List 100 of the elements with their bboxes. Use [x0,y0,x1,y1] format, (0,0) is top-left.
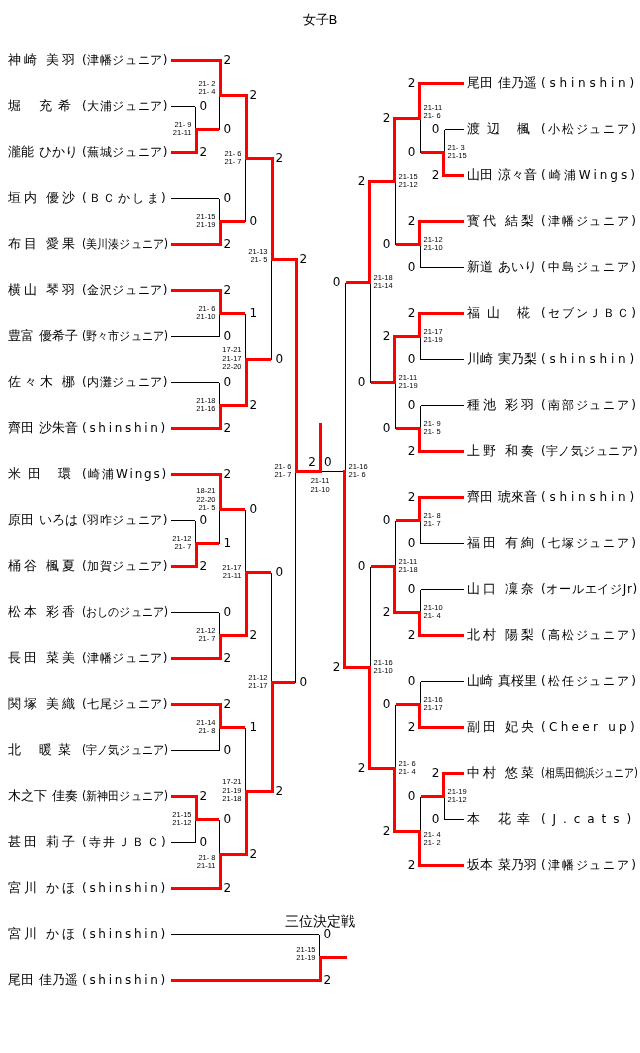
team-name: (南部ジュニア) [541,398,638,412]
bracket-line [395,518,418,522]
set-count: 0 [199,99,208,113]
player-name: 坂本 菜乃羽 [467,857,537,873]
player-name: 木之下 佳奏 [8,788,78,804]
team-name: (宇ノ気ジュニア) [82,743,168,757]
set-count: 0 [223,743,232,757]
bracket-line [221,93,245,97]
team-name: (shinshin) [82,973,168,987]
bracket-line [170,749,219,751]
team-name: (野々市ジュニア) [82,329,168,343]
bracket-bar [194,104,198,154]
player-name: 尾田 佳乃遥 [8,972,78,988]
bracket-line [395,829,418,833]
player-name: 瀧能 ひかり [8,144,78,160]
bracket-line [321,955,347,959]
bracket-line [395,242,418,246]
set-count: 0 [223,191,232,205]
set-count: 2 [249,628,258,642]
bracket-line [420,404,465,406]
player-name: 宮川 かほ [8,926,78,942]
bracket-bar [218,196,222,246]
set-count: 2 [407,306,416,320]
bracket-line [420,794,442,798]
bracket-bar [244,507,248,637]
bracket-line [171,426,219,430]
team-name: (ＢＣかしま) [82,191,168,205]
player-name: 布目 愛果 [8,236,78,252]
set-count: 2 [407,444,416,458]
bracket-bar [218,610,222,660]
bracket-bar [417,679,421,729]
set-count: 1 [249,306,258,320]
set-count: 2 [382,329,391,343]
set-count: 0 [407,536,416,550]
bracket-bar [244,93,248,223]
set-count: 2 [332,660,341,674]
team-name: (内灘ジュニア) [82,375,168,389]
player-name: 垣内 優沙 [8,190,78,206]
player-name: 宮川 かほ [8,880,78,896]
player-name: 齊田 沙朱音 [8,420,78,436]
bracket-line [170,519,195,521]
set-count: 0 [275,352,284,366]
bracket-line [420,542,465,544]
set-count: 2 [431,168,440,182]
bracket-line [171,472,219,476]
bracket-line [370,564,393,568]
team-name: (蕪城ジュニア) [82,145,168,159]
player-name: 福山 椛 [467,305,537,321]
team-name: (加賀ジュニア) [82,559,168,573]
bracket-bar [218,817,222,890]
bracket-line [444,818,465,820]
set-count: 2 [275,151,284,165]
player-name: 山口 凜奈 [467,581,537,597]
player-name: 桶谷 楓夏 [8,558,78,574]
team-name: (松任ジュニア) [541,674,638,688]
bracket-line [345,280,368,284]
bracket-bar [244,725,248,856]
set-count: 2 [249,847,258,861]
bracket-line [370,179,393,183]
set-count: 2 [407,628,416,642]
bracket-line [370,766,393,770]
set-count: 2 [199,145,208,159]
bracket-line [420,311,464,315]
set-count: 0 [431,812,440,826]
team-name: (小松ジュニア) [541,122,638,136]
bracket-line [420,449,464,453]
set-count: 2 [223,467,232,481]
player-name: 中村 悠菜 [467,765,537,781]
set-count: 0 [223,812,232,826]
team-name: (津幡ジュニア) [541,214,638,228]
player-name: 種池 彩羽 [467,397,537,413]
bracket-bar [441,127,445,177]
set-count: 0 [357,375,366,389]
player-name: 佐々木 梛 [8,374,78,390]
team-name: (津幡ジュニア) [82,53,168,67]
set-count: 0 [199,513,208,527]
set-count: 0 [223,375,232,389]
bracket-line [420,725,464,729]
set-count: 0 [324,455,332,469]
player-name: 甚田 莉子 [8,834,78,850]
team-name: (shinshin) [541,76,638,90]
set-count: 0 [407,145,416,159]
team-name: (宇ノ気ジュニア) [541,444,638,458]
player-name: 神崎 美羽 [8,52,78,68]
section-heading: 三位決定戦 [285,913,355,929]
set-count: 0 [199,835,208,849]
bracket-line [420,219,464,223]
set-count: 2 [407,76,416,90]
set-count: 2 [249,398,258,412]
bracket-line [420,358,465,360]
team-name: (Cheer up) [541,720,638,734]
set-count: 0 [223,329,232,343]
bracket-bar [417,794,421,867]
team-name: (セブンＪＢＣ) [541,306,638,320]
set-count: 0 [382,237,391,251]
player-name: 上野 和奏 [467,443,537,459]
bracket-bar [417,403,421,453]
bracket-line [171,564,195,568]
set-count: 2 [407,720,416,734]
set-count: 0 [407,789,416,803]
